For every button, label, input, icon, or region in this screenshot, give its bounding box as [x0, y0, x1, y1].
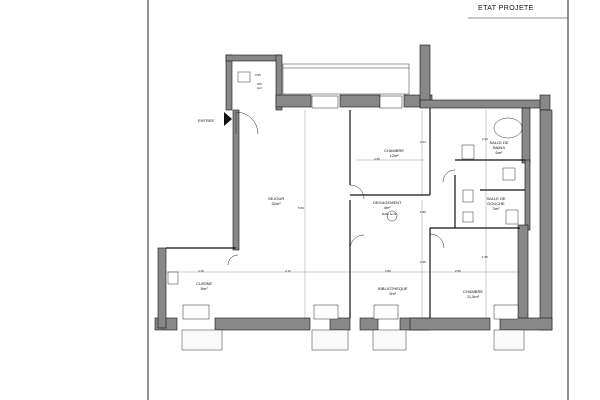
dimension-d3: 5.59 [298, 206, 304, 210]
fixtures [167, 71, 523, 285]
room-label-salle-douche: SALLE DE DOUCHE 3m² [484, 196, 508, 211]
room-area-chambre2: 11,5m² [466, 294, 480, 299]
top-balcony [282, 63, 410, 95]
dimension-d1: 0.55 [255, 73, 261, 77]
dimension-d9: 2.55 [455, 269, 461, 273]
room-label-wc: WC 2m² [257, 82, 262, 90]
room-area-sejour: 32m² [271, 201, 281, 206]
bottom-balconies [181, 329, 525, 351]
room-area-bibliotheque: 9m² [389, 291, 397, 296]
technical-box-tag: Boîte techn. [382, 212, 399, 216]
room-label-degagement: DEGAGEMENT 4m² [373, 200, 401, 210]
room-name-cuisine: CUISINE [196, 281, 213, 286]
dimension-d12: 1.65 [482, 255, 488, 259]
room-name-salle-douche: SALLE DE DOUCHE [486, 196, 506, 206]
dimension-lines [166, 110, 520, 318]
room-area-chambre1: 12m² [389, 153, 399, 158]
room-area-salle-bains: 6m² [495, 150, 503, 155]
room-label-chambre1: CHAMBRE 12m² [384, 148, 404, 158]
windows [182, 95, 519, 320]
room-label-salle-bains: SALLE DE BAINS 6m² [488, 140, 510, 155]
room-label-bibliotheque: BIBLIOTHEQUE 9m² [378, 286, 408, 296]
room-name-wc: WC [257, 82, 263, 86]
room-name-salle-bains: SALLE DE BAINS [489, 140, 509, 150]
room-name-degagement: DEGAGEMENT [373, 200, 402, 205]
entrance-label: ENTREE [198, 118, 215, 123]
dimension-d8: 2.20 [482, 137, 488, 141]
room-name-chambre1: CHAMBRE [384, 148, 405, 153]
dimension-d7: 2.80 [385, 269, 391, 273]
room-label-chambre2: CHAMBRE 11,5m² [463, 289, 483, 299]
room-name-sejour: SEJOUR [268, 196, 285, 201]
exterior-walls [154, 44, 553, 331]
dimension-d2: 3.14 [420, 140, 426, 144]
room-area-degagement: 4m² [383, 205, 391, 210]
entrance-arrow-icon [224, 112, 232, 126]
room-area-cuisine: 6m² [200, 286, 208, 291]
room-label-sejour: SEJOUR 32m² [268, 196, 284, 206]
room-name-chambre2: CHAMBRE [463, 289, 484, 294]
room-area-wc: 2m² [257, 86, 263, 90]
interior-walls [166, 108, 525, 318]
dimension-d10: 1.80 [420, 210, 426, 214]
doors [227, 111, 456, 266]
room-area-salle-douche: 3m² [492, 206, 500, 211]
dimension-d11: 2.45 [420, 260, 426, 264]
dimension-d5: 4.72 [285, 269, 291, 273]
room-name-bibliotheque: BIBLIOTHEQUE [378, 286, 408, 291]
plan-title: ETAT PROJETE [478, 5, 534, 12]
dimension-d6: 3.15 [198, 269, 204, 273]
room-label-cuisine: CUISINE 6m² [196, 281, 212, 291]
dimension-d4: 2.35 [374, 157, 380, 161]
